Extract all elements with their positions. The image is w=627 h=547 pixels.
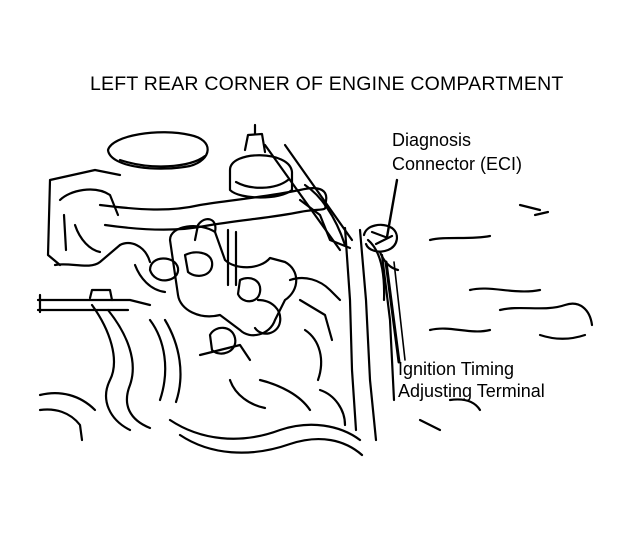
ignition-timing-label-line2: Adjusting Terminal	[398, 381, 545, 401]
air-cleaner-oval	[106, 131, 209, 170]
diagnosis-connector-label-line2: Connector (ECI)	[392, 154, 523, 174]
right-strut	[263, 143, 354, 252]
figure-title: LEFT REAR CORNER OF ENGINE COMPARTMENT	[90, 73, 564, 95]
upper-hose	[98, 187, 328, 211]
distributor	[228, 154, 294, 199]
diagnosis-leader-line	[385, 178, 399, 239]
engine-artwork	[36, 123, 594, 457]
left-rail	[36, 298, 152, 312]
ignition-timing-label-line1: Ignition Timing	[398, 359, 515, 379]
diagnosis-connector-label-line1: Diagnosis	[392, 130, 472, 150]
leader-lines	[384, 178, 406, 364]
ignition-leader-line	[384, 260, 401, 364]
firewall-edge	[343, 226, 358, 432]
diagnosis-connector-shape	[362, 223, 398, 253]
lower-hose	[168, 418, 362, 442]
lower-left-hose	[90, 303, 132, 432]
ignition-leader-line-2	[393, 261, 406, 361]
carburetor-body	[168, 225, 298, 337]
left-body-panel	[46, 168, 122, 267]
